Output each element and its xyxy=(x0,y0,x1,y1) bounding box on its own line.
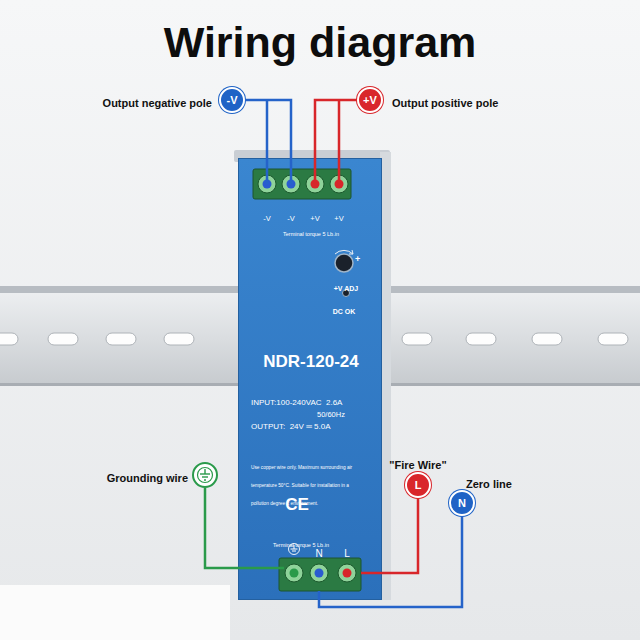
pole-letter: -V xyxy=(227,95,238,106)
callout-label: + xyxy=(355,254,360,264)
terminal-label: -V xyxy=(287,214,295,223)
diagram-title: Wiring diagram xyxy=(164,18,477,66)
wire-connector xyxy=(245,100,291,184)
housing-print: INPUT:100-240VAC 2.6A xyxy=(251,398,342,407)
live-badge: L xyxy=(405,472,431,498)
text-slot: CE xyxy=(285,495,309,515)
terminal-label: -V xyxy=(263,214,271,223)
ground-wire xyxy=(205,488,284,568)
callout-label: Output negative pole xyxy=(103,97,212,109)
callout-label: Grounding wire xyxy=(107,472,188,484)
callout-label: Zero line xyxy=(466,478,512,490)
text-slot: +V xyxy=(310,207,319,225)
text-slot: Grounding wire xyxy=(107,468,188,486)
terminal-label: +V xyxy=(334,214,343,223)
housing-print: CE xyxy=(285,495,309,514)
text-slot: Zero line xyxy=(466,474,512,492)
text-slot: DC OK xyxy=(333,300,356,318)
wire-connector xyxy=(319,516,462,607)
text-slot: +V xyxy=(334,207,343,225)
text-slot: Output positive pole xyxy=(392,93,498,111)
housing-sides xyxy=(234,150,391,600)
terminal-label: N xyxy=(315,548,322,559)
housing-print: +V ADJ xyxy=(334,285,358,292)
input-terminals: NL xyxy=(279,542,361,591)
text-slot: Wiring diagram xyxy=(164,18,477,67)
text-slot: L xyxy=(344,543,350,561)
ground-symbol-badge xyxy=(193,463,217,487)
pole-letter: L xyxy=(415,480,422,491)
foam-block xyxy=(0,585,230,640)
power-supply-housing: Terminal torque 5 Lb.in +V ADJ DC OK NDR-12… xyxy=(238,158,382,600)
housing-print: Terminal torque 5 Lb.in xyxy=(283,231,339,237)
callout-label: "Fire Wire" xyxy=(389,459,446,471)
text-slot: INPUT:100-240VAC 2.6A xyxy=(251,391,342,409)
output-terminals: -V-V+V+V xyxy=(253,184,351,219)
text-slot: Terminal torque 5 Lb.in xyxy=(283,222,339,240)
wire-connector xyxy=(361,498,418,573)
text-slot: + xyxy=(355,248,360,266)
text-slot: Output negative pole xyxy=(103,93,212,111)
housing-print: NDR-120-24 xyxy=(263,352,358,371)
neutral-badge: N xyxy=(449,490,475,516)
positive-pole-badge: +V xyxy=(357,87,383,113)
negative-pole-badge: -V xyxy=(219,87,245,113)
wire-connector xyxy=(315,100,357,184)
callout-label: Output positive pole xyxy=(392,97,498,109)
housing-print: Terminal torque 5 Lb.in xyxy=(273,542,329,548)
text-slot: NDR-120-24 xyxy=(263,352,358,372)
text-slot: -V xyxy=(263,207,271,225)
text-slot: +V ADJ xyxy=(334,277,358,295)
text-slot: "Fire Wire" xyxy=(389,455,446,473)
output-terminal-block xyxy=(253,184,351,219)
pole-letter: N xyxy=(458,498,466,509)
pole-letter: +V xyxy=(363,95,377,106)
text-slot: -V xyxy=(287,207,295,225)
housing-print: OUTPUT: 24V ═ 5.0A xyxy=(251,422,330,431)
terminal-label: +V xyxy=(310,214,319,223)
housing-print: DC OK xyxy=(333,308,356,315)
terminal-label: L xyxy=(344,548,350,559)
housing-details xyxy=(239,159,383,601)
housing-print: 50/60Hz xyxy=(317,410,345,419)
